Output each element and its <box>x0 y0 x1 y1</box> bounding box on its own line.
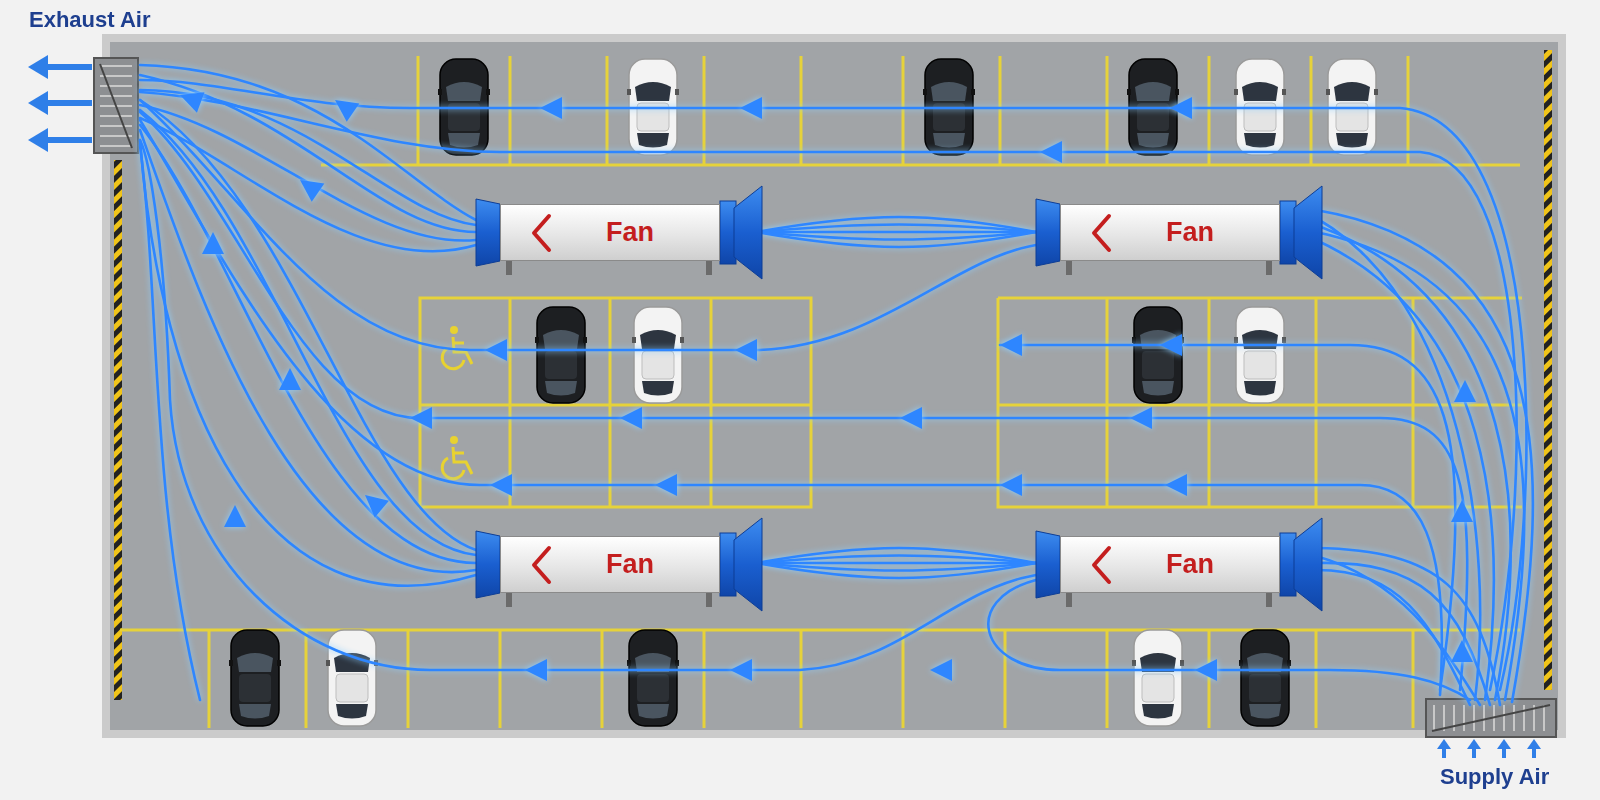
airflow-arrowheads <box>176 85 1476 681</box>
fan-label: Fan <box>606 549 654 580</box>
parked-cars <box>229 59 1378 726</box>
direction-chevron <box>529 545 553 585</box>
exhaust-vent <box>94 58 138 153</box>
direction-chevron <box>1089 213 1113 253</box>
jet-fan: Fan <box>500 204 720 261</box>
direction-chevron <box>1089 545 1113 585</box>
fan-label: Fan <box>1166 217 1214 248</box>
air-label: Supply Air <box>1440 764 1549 790</box>
accessible-symbol <box>442 436 472 479</box>
hazard-stripe <box>114 160 122 700</box>
fan-label: Fan <box>606 217 654 248</box>
parking-lines <box>120 56 1522 728</box>
fan-nozzles <box>476 186 1322 611</box>
jet-fan: Fan <box>1060 536 1280 593</box>
supply-arrows <box>1437 739 1541 758</box>
air-label: Exhaust Air <box>29 7 150 33</box>
garage-floor <box>106 38 1562 734</box>
exhaust-arrows <box>28 55 92 152</box>
jet-fan: Fan <box>500 536 720 593</box>
hazard-stripe <box>1544 50 1552 690</box>
jet-fan: Fan <box>1060 204 1280 261</box>
airflow-streamlines <box>140 65 1533 705</box>
direction-chevron <box>529 213 553 253</box>
fan-label: Fan <box>1166 549 1214 580</box>
